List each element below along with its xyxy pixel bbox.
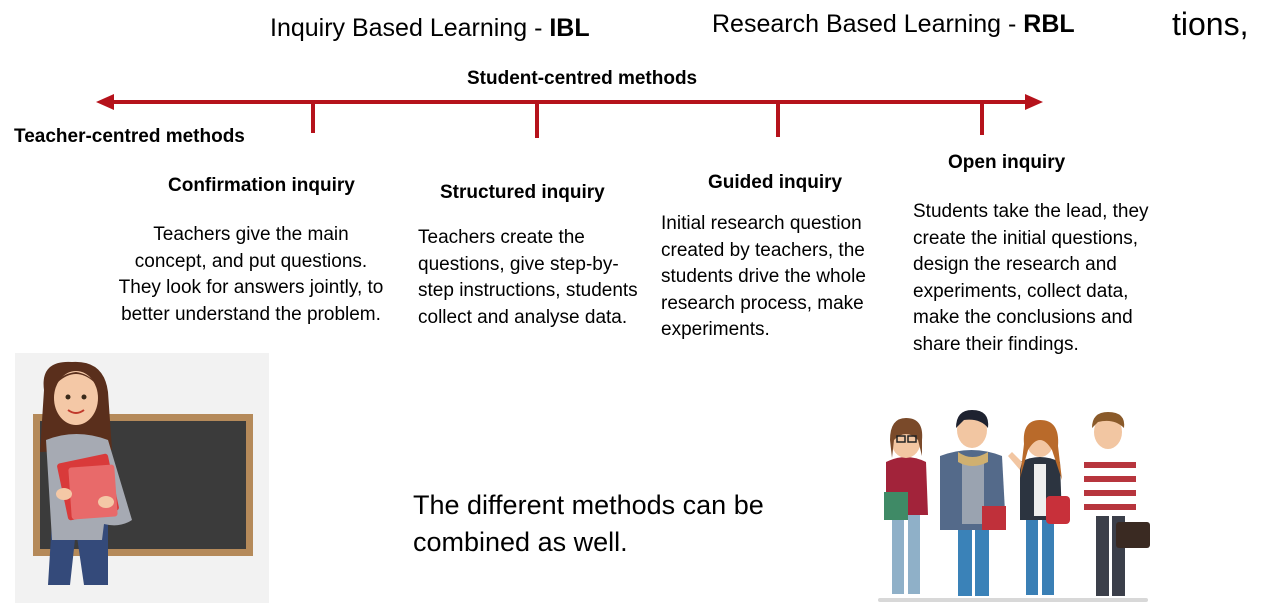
stripe-1 [1084, 462, 1136, 468]
s2-scarf [958, 452, 988, 466]
arrow-head-right [1025, 94, 1043, 110]
s4-leg-left [1096, 512, 1109, 596]
method-desc-open: Students take the lead, they create the … [913, 201, 1149, 355]
teacher-hand-right [98, 496, 114, 508]
teacher-smile [67, 409, 85, 414]
cut-off-text: tions, [1172, 6, 1249, 42]
glasses-icon [896, 435, 906, 443]
method-desc-confirmation: Teachers give the main concept, and put … [118, 224, 384, 325]
s1-leg-right [908, 510, 920, 594]
s1-hair [890, 418, 923, 458]
stripe-2 [1084, 476, 1136, 482]
s2-book-icon [982, 506, 1006, 530]
teacher-centred-label: Teacher-centred methods [14, 126, 245, 147]
s2-hair [956, 410, 989, 428]
s4-hair [1092, 412, 1125, 428]
s3-hair [1020, 420, 1062, 480]
stripe-3 [1084, 490, 1136, 496]
briefcase-icon [1116, 522, 1150, 548]
s2-shirt [962, 458, 984, 524]
s3-leg-right [1042, 515, 1054, 595]
method-desc-structured: Teachers create the questions, give step… [418, 227, 638, 328]
student-boy-striped [1084, 412, 1150, 596]
method-title-confirmation: Confirmation inquiry [168, 175, 355, 196]
method-title-guided: Guided inquiry [708, 172, 843, 193]
handbag-icon [1046, 496, 1070, 524]
teacher-bangs [54, 372, 98, 386]
teacher-face [54, 371, 98, 425]
combination-note: The different methods can be combined as… [413, 490, 764, 557]
s1-book-icon [884, 492, 908, 520]
student-girl-glasses [884, 418, 928, 594]
teacher-eye-right [81, 394, 87, 400]
student-boy-jacket [940, 410, 1006, 596]
stripe-4 [1084, 504, 1136, 510]
ibl-title-prefix: Inquiry Based Learning - [270, 14, 550, 42]
method-title-structured: Structured inquiry [440, 182, 605, 203]
method-title-open: Open inquiry [948, 152, 1066, 173]
rbl-title-prefix: Research Based Learning - [712, 10, 1024, 38]
waving-hand-icon [1008, 452, 1022, 470]
student-girl-bag [1008, 420, 1070, 595]
s3-shirt [1034, 464, 1046, 516]
ground-shadow [878, 598, 1148, 602]
s1-leg-left [892, 510, 904, 594]
ibl-abbr: IBL [549, 14, 590, 42]
s2-leg-left [958, 520, 972, 596]
rbl-title: Research Based Learning - RBL [712, 10, 1075, 39]
teacher-hand-left [56, 488, 72, 500]
s2-leg-right [975, 520, 989, 596]
ibl-title: Inquiry Based Learning - IBL [270, 14, 590, 43]
s4-face [1094, 415, 1122, 449]
teacher-eye-left [65, 394, 71, 400]
s4-sweater [1084, 454, 1136, 516]
arrow-head-left [96, 94, 114, 110]
method-desc-guided: Initial research question created by tea… [661, 213, 866, 340]
rbl-abbr: RBL [1023, 10, 1075, 38]
s3-leg-left [1026, 515, 1038, 595]
student-centred-label: Student-centred methods [467, 68, 698, 89]
glasses-icon-right [907, 435, 917, 443]
